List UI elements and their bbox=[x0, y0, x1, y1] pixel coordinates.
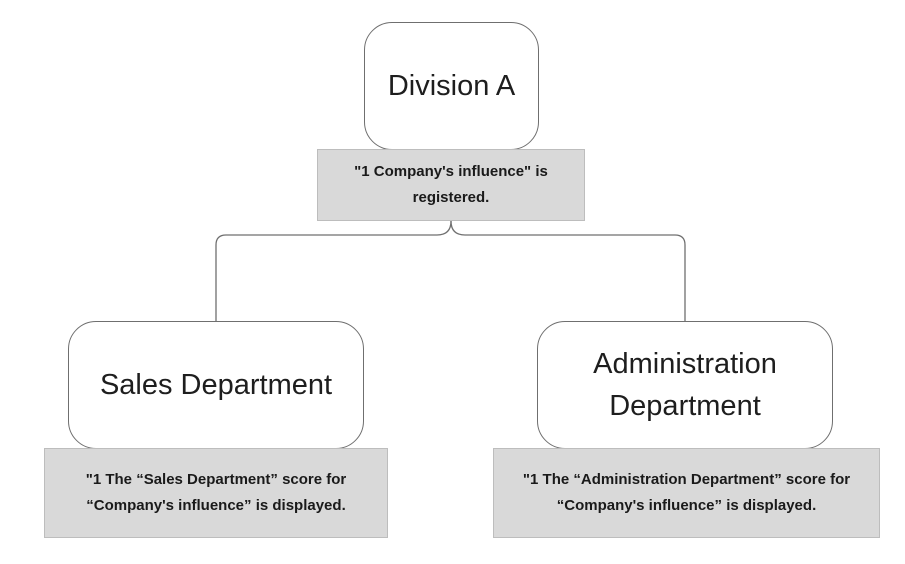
division-a-label: Division A bbox=[387, 69, 516, 102]
sales-department-node[interactable]: Sales Department bbox=[68, 321, 364, 449]
division-a-note-text: "1 Company's influence" is registered. bbox=[354, 162, 548, 206]
administration-department-node[interactable]: Administration Department bbox=[537, 321, 833, 449]
connector-division-to-admin bbox=[450, 220, 686, 321]
administration-department-label: Administration Department bbox=[593, 347, 777, 422]
connector-division-to-sales bbox=[215, 220, 452, 321]
sales-department-note: "1 The “Sales Department” score for “Com… bbox=[44, 448, 388, 538]
sales-department-note-text: "1 The “Sales Department” score for “Com… bbox=[85, 470, 347, 514]
administration-department-note-text: "1 The “Administration Department” score… bbox=[522, 470, 851, 514]
sales-department-label: Sales Department bbox=[99, 368, 333, 401]
division-a-note: "1 Company's influence" is registered. bbox=[317, 149, 585, 221]
division-a-node[interactable]: Division A bbox=[364, 22, 539, 150]
administration-department-note: "1 The “Administration Department” score… bbox=[493, 448, 880, 538]
